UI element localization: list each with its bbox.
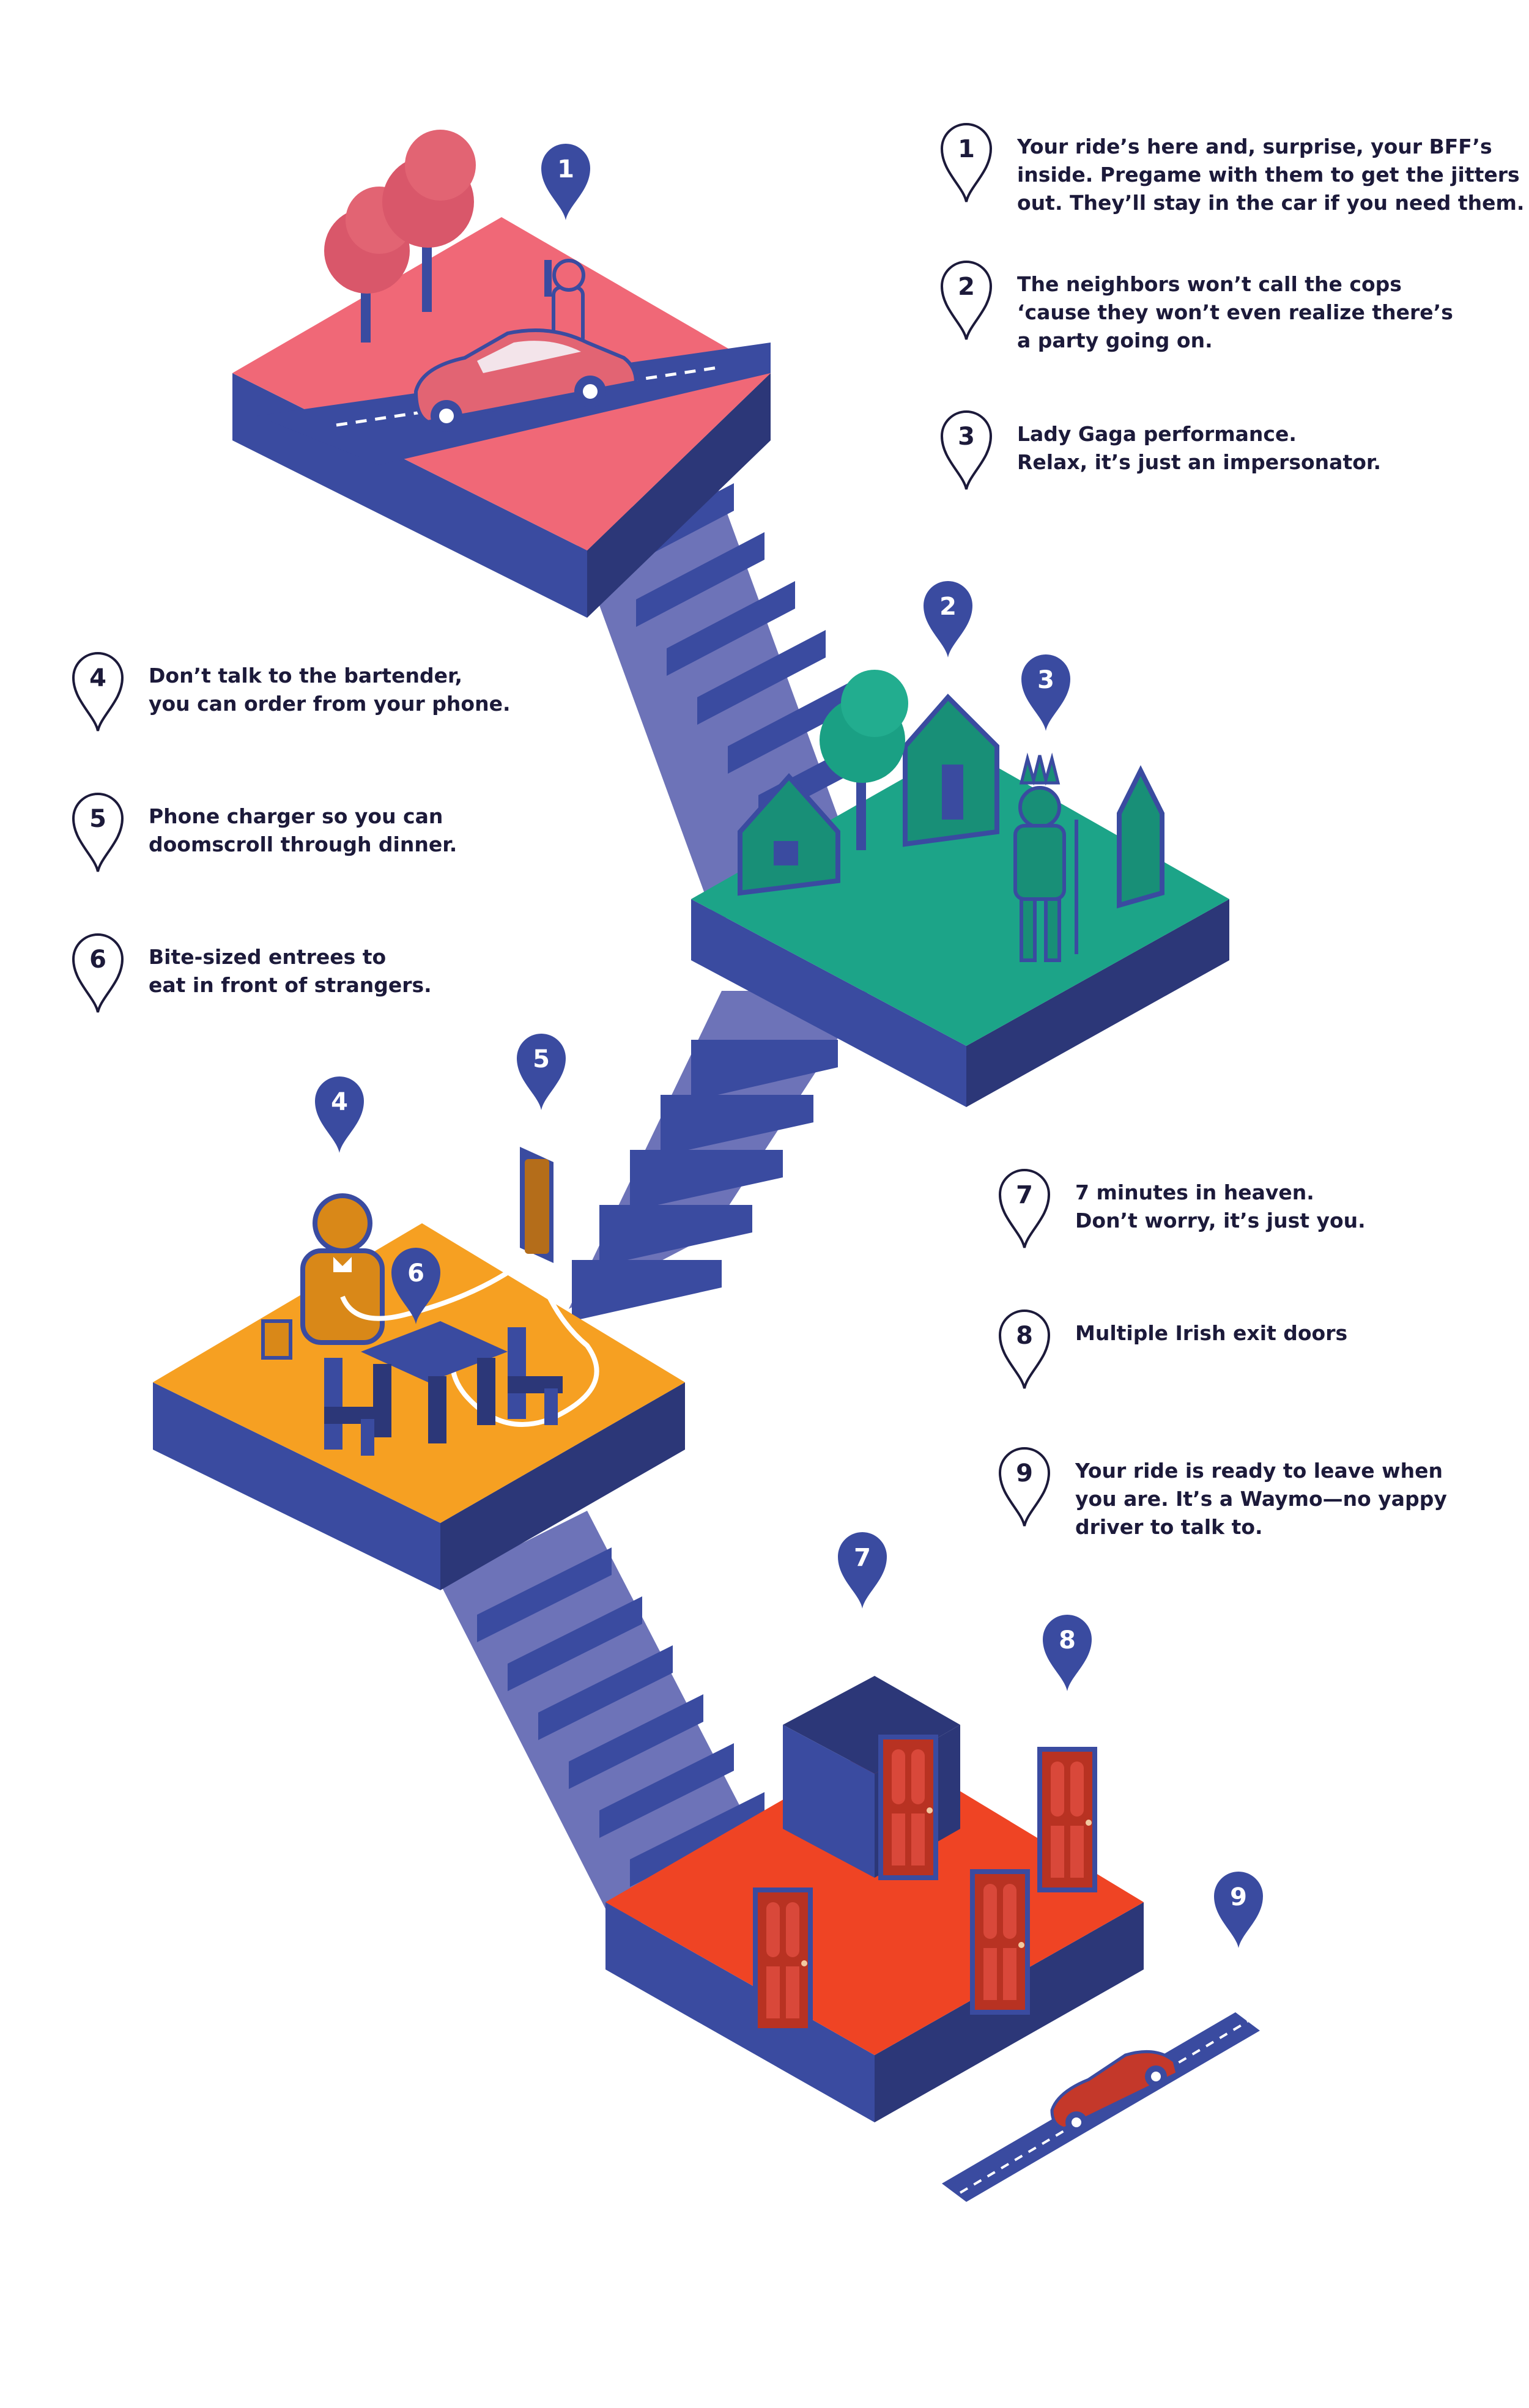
door-icon (1040, 1749, 1095, 1890)
legend-text: Your ride is ready to leave when you are… (1075, 1459, 1447, 1539)
svg-text:2: 2 (958, 273, 975, 301)
map-pin-icon: 4 (72, 652, 124, 732)
tree-icon (382, 130, 476, 312)
map-pin-icon (541, 144, 590, 220)
door-icon (972, 1872, 1027, 2012)
legend-item-5: 5 Phone charger so you can doomscroll th… (70, 789, 457, 875)
marker-7: 7 (838, 1532, 887, 1609)
car-icon (1050, 2050, 1179, 2133)
legend-text: Lady Gaga performance. Relax, it’s just … (1017, 422, 1381, 474)
marker-2: 2 (924, 581, 972, 658)
table-icon (361, 1321, 508, 1443)
map-pin-icon (924, 581, 972, 658)
legend-text: 7 minutes in heaven. Don’t worry, it’s j… (1075, 1180, 1366, 1232)
road (942, 2012, 1260, 2202)
legend-text: The neighbors won’t call the cops ‘cause… (1017, 272, 1453, 352)
platform-red (605, 1676, 1144, 2122)
drink-icon (261, 1319, 292, 1360)
marker-number: 3 (1037, 666, 1054, 694)
house-icon (903, 694, 999, 847)
legend-text: Don’t talk to the bartender, you can ord… (149, 664, 511, 716)
closet-icon (783, 1676, 960, 1878)
legend-text: Multiple Irish exit doors (1075, 1321, 1348, 1345)
house-icon (738, 772, 840, 896)
marker-6: 6 (391, 1248, 440, 1324)
map-pin-icon (315, 1076, 364, 1153)
platform-orange (153, 1147, 685, 1590)
legend-item-9: 9 Your ride is ready to leave when you a… (997, 1443, 1447, 1541)
door-icon (755, 1890, 810, 2031)
marker-number: 6 (407, 1259, 424, 1287)
marker-number: 7 (854, 1544, 871, 1572)
marker-number: 4 (331, 1088, 348, 1116)
svg-text:6: 6 (89, 946, 106, 974)
marker-number: 2 (939, 593, 957, 621)
map-pin-icon (1214, 1872, 1263, 1948)
marker-number: 9 (1230, 1883, 1247, 1911)
legend-item-8: 8 Multiple Irish exit doors (997, 1306, 1347, 1391)
map-pin-icon (391, 1248, 440, 1324)
map-pin-icon: 3 (940, 410, 993, 490)
legend-item-6: 6 Bite-sized entrees to eat in front of … (70, 930, 432, 1015)
staircase-3 (440, 1511, 771, 1933)
marker-5: 5 (517, 1034, 566, 1110)
marker-9: 9 (1214, 1872, 1263, 1948)
svg-text:8: 8 (1016, 1322, 1033, 1350)
legend-item-7: 7 7 minutes in heaven. Don’t worry, it’s… (997, 1165, 1366, 1251)
legend-text: Bite-sized entrees to eat in front of st… (149, 945, 432, 997)
marker-3: 3 (1021, 654, 1070, 731)
legend-text: Phone charger so you can doomscroll thro… (149, 804, 457, 856)
svg-text:3: 3 (958, 423, 975, 451)
marker-number: 8 (1059, 1626, 1076, 1654)
map-pin-icon: 2 (940, 261, 993, 340)
bartender-icon (300, 1193, 385, 1345)
map-pin-icon (1021, 654, 1070, 731)
house-icon (1117, 765, 1164, 909)
person-icon (544, 259, 585, 347)
svg-text:4: 4 (89, 664, 106, 692)
map-pin-icon (517, 1034, 566, 1110)
platform-teal (691, 670, 1229, 1107)
svg-text:1: 1 (958, 135, 975, 163)
car-icon (413, 328, 639, 432)
map-pin-icon (838, 1532, 887, 1609)
legend-item-2: 2 The neighbors won’t call the cops ‘cau… (939, 257, 1453, 355)
phone-icon (520, 1147, 553, 1263)
map-pin-icon: 9 (998, 1447, 1051, 1527)
tree-icon (820, 670, 908, 850)
svg-text:9: 9 (1016, 1459, 1033, 1487)
marker-number: 1 (557, 155, 574, 183)
marker-1: 1 (541, 144, 590, 220)
map-pin-icon: 6 (72, 933, 124, 1013)
map-pin-icon: 5 (72, 793, 124, 872)
performer-icon (1013, 752, 1078, 962)
legend-item-1: 1 Your ride’s here and, surprise, your B… (939, 119, 1524, 217)
marker-4: 4 (315, 1076, 364, 1153)
map-pin-icon (1043, 1615, 1092, 1691)
platform-pink (232, 130, 771, 618)
staircase-2 (569, 991, 868, 1321)
marker-8: 8 (1043, 1615, 1092, 1691)
map-pin-icon: 8 (998, 1310, 1051, 1389)
svg-text:5: 5 (89, 805, 106, 833)
legend-item-4: 4 Don’t talk to the bartender, you can o… (70, 648, 511, 734)
svg-text:7: 7 (1016, 1181, 1033, 1209)
legend-item-3: 3 Lady Gaga performance. Relax, it’s jus… (939, 407, 1381, 492)
legend-text: Your ride’s here and, surprise, your BFF… (1017, 135, 1525, 215)
map-pin-icon: 7 (998, 1169, 1051, 1248)
map-pin-icon: 1 (940, 123, 993, 202)
marker-number: 5 (533, 1045, 550, 1073)
